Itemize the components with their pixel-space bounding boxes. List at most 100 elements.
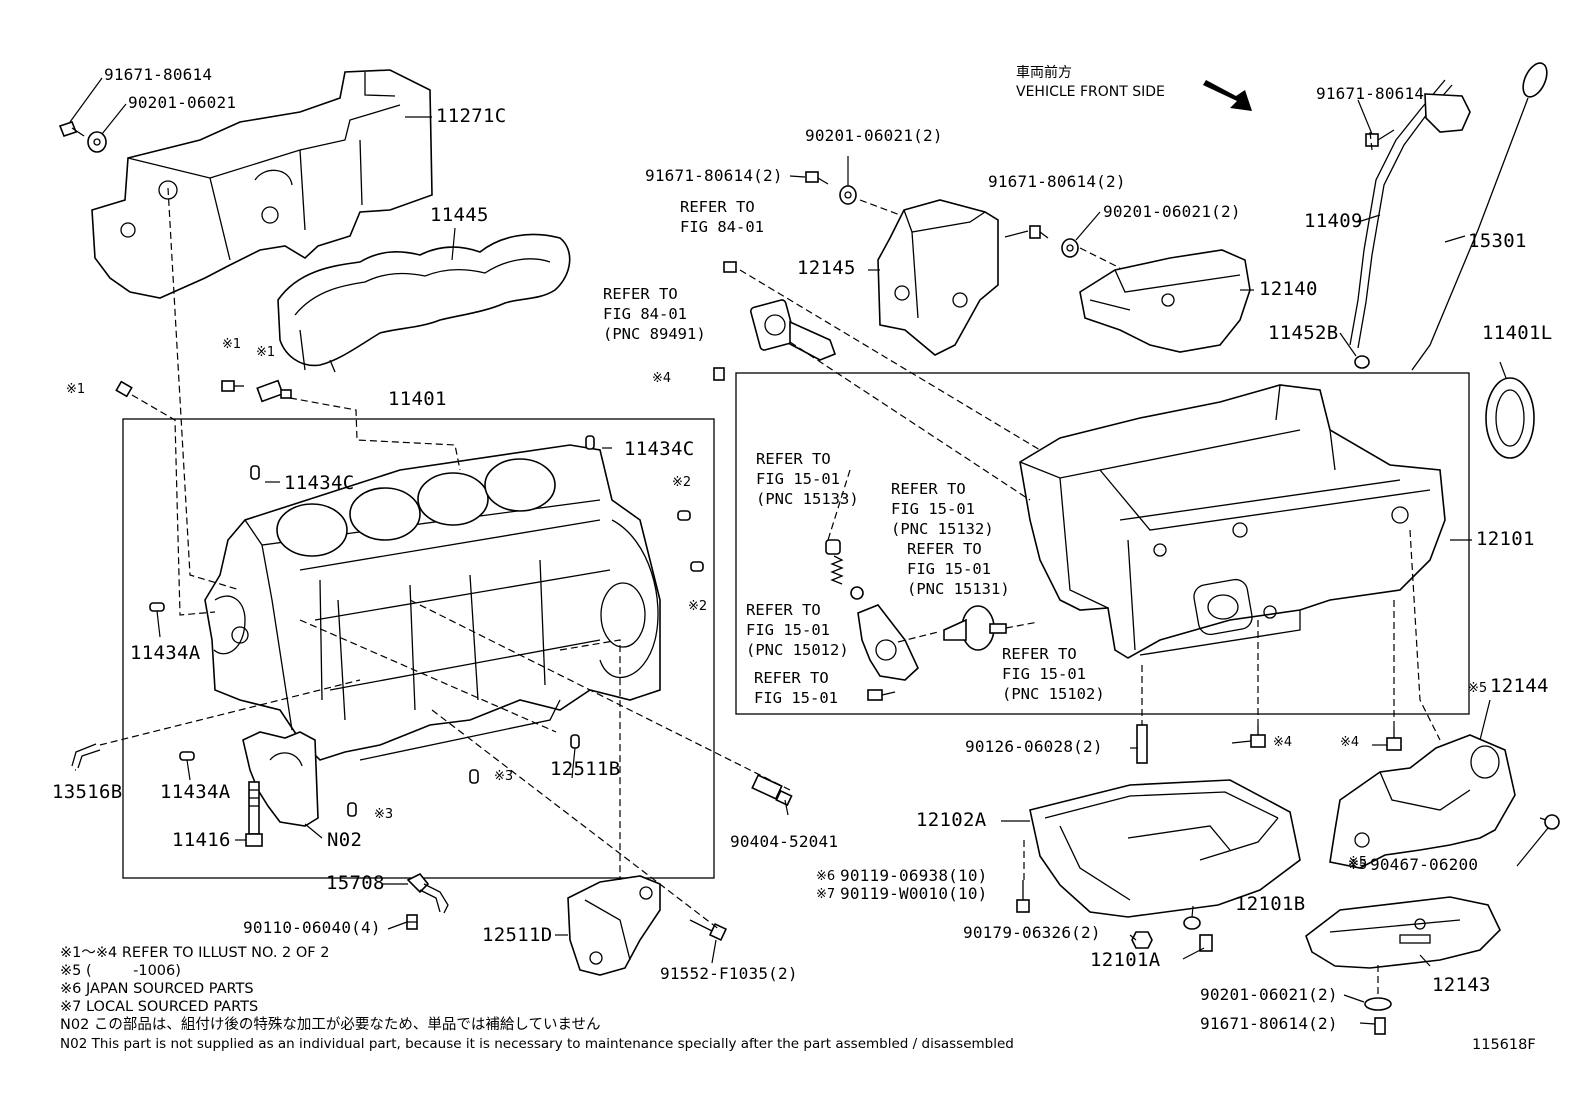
part-label-11416[interactable]: 11416 [172,829,231,851]
part-label-90201-06021-2[interactable]: 90201-06021(2) [1200,985,1338,1004]
refer-fig-15-01-pnc-15133-label[interactable]: REFER TO FIG 15-01 (PNC 15133) [756,450,859,508]
baffle-plate-12143-part [1305,896,1501,969]
pin-11434a-icon [149,602,165,612]
note-mark-1: ※1 [66,382,86,397]
bolt-icon [221,380,244,392]
bolt-icon [689,919,728,942]
bolt-11416-part [245,781,263,847]
part-label-91671-80614[interactable]: 91671-80614 [104,65,213,84]
part-label-11271c[interactable]: 11271C [436,105,507,127]
refer-fig-15-01-pnc-15132-label[interactable]: REFER TO FIG 15-01 (PNC 15132) [891,480,994,538]
part-label-11452b[interactable]: 11452B [1268,322,1339,344]
note-mark-1: ※1 [222,337,242,352]
part-label-90119-06938-10[interactable]: 90119-06938(10) [840,866,988,885]
note-mark-3: ※3 [494,769,514,784]
relief-valve-part [850,586,864,600]
o-ring-11452b-icon [1354,355,1370,369]
part-label-12143[interactable]: 12143 [1432,974,1491,996]
vehicle-front-en-label: VEHICLE FRONT SIDE [1016,84,1165,100]
refer-fig-15-01-pnc-15012-label[interactable]: REFER TO FIG 15-01 (PNC 15012) [746,601,849,659]
note-mark-2: ※2 [672,475,692,490]
pin-12511b-icon [570,734,580,749]
part-label-11434c[interactable]: 11434C [284,472,355,494]
part-label-90201-06021[interactable]: 90201-06021 [128,93,237,112]
lower-crankcase-group-box [735,372,1470,715]
note-mark-4: ※4 [1340,735,1360,750]
part-label-90126-06028-2[interactable]: 90126-06028(2) [965,737,1103,756]
part-label-90179-06326-2[interactable]: 90179-06326(2) [963,923,1101,942]
part-label-11401l[interactable]: 11401L [1482,322,1553,344]
bolt-icon [58,121,85,137]
part-label-91671-80614-2[interactable]: 91671-80614(2) [1200,1014,1338,1033]
footnote-1-4: ※1～※4 REFER TO ILLUST NO. 2 OF 2 [60,945,330,961]
part-label-12101b[interactable]: 12101B [1235,893,1306,915]
part-label-11434a[interactable]: 11434A [160,781,231,803]
gasket-11445-part [277,233,571,373]
pin-icon [469,769,479,784]
dashed-alignment-lines [99,131,1441,996]
refer-fig-15-01-label[interactable]: REFER TO FIG 15-01 [754,669,838,707]
cylinder-block-11401-part [204,444,661,761]
part-label-12144[interactable]: 12144 [1490,675,1549,697]
footnote-6: ※6 JAPAN SOURCED PARTS [60,981,254,997]
part-label-90119-w0010-10[interactable]: 90119-W0010(10) [840,884,988,903]
crankcase-12101-part [1019,384,1446,659]
part-label-90404-52041[interactable]: 90404-52041 [730,832,839,851]
part-label-12511b[interactable]: 12511B [550,758,621,780]
part-label-91671-80614-2[interactable]: 91671-80614(2) [988,172,1126,191]
bolt-icon [1016,880,1030,913]
part-label-12145[interactable]: 12145 [797,257,856,279]
part-label-12101a[interactable]: 12101A [1090,949,1161,971]
bracket-12140-part [1079,249,1251,353]
part-label-11445[interactable]: 11445 [430,204,489,226]
relief-valve-plug-part [825,539,841,555]
part-label-13516b[interactable]: 13516B [52,781,123,803]
part-label-12101[interactable]: 12101 [1476,528,1535,550]
fitting-13516b-part [71,743,101,769]
refer-fig-15-01-pnc-15131-label[interactable]: REFER TO FIG 15-01 (PNC 15131) [907,540,1010,598]
bolt-icon [1539,814,1560,830]
note-mark-2: ※2 [688,599,708,614]
part-label-91671-80614[interactable]: 91671-80614 [1316,84,1425,103]
front-direction-arrow-icon [1203,80,1252,111]
bolt-icon [1386,728,1402,751]
part-label-12140[interactable]: 12140 [1259,278,1318,300]
note-mark-6: ※6 [816,869,836,884]
pin-icon [690,561,704,572]
dipstick-15301-part [1411,62,1548,371]
part-label-90201-06021-2[interactable]: 90201-06021(2) [805,126,943,145]
part-label-11409[interactable]: 11409 [1304,210,1363,232]
note-mark-7: ※7 [816,887,836,902]
footnote-n02-jp: N02 この部品は、組付け後の特殊な加工が必要なため、単品では補給していません [60,1017,601,1033]
part-label-n02[interactable]: N02 [327,829,363,851]
part-label-11434a[interactable]: 11434A [130,642,201,664]
part-label-12511d[interactable]: 12511D [482,924,553,946]
gasket-12101b-icon [1183,916,1201,930]
part-label-15301[interactable]: 15301 [1468,230,1527,252]
part-label-12102a[interactable]: 12102A [916,809,987,831]
refer-fig-84-01-label[interactable]: REFER TO FIG 84-01 [680,198,764,236]
bolt-icon [1029,225,1049,239]
part-label-11434c[interactable]: 11434C [624,438,695,460]
bracket-12145-part [877,199,999,356]
note-mark-1: ※1 [256,345,276,360]
refer-fig-15-01-pnc-15102-label[interactable]: REFER TO FIG 15-01 (PNC 15102) [1002,645,1105,703]
bolt-icon [1250,725,1266,748]
part-label-15708[interactable]: 15708 [326,872,385,894]
part-label-90201-06021-2[interactable]: 90201-06021(2) [1103,202,1241,221]
washer-icon [1364,997,1392,1011]
refer-fig-84-01-pnc-89491-label[interactable]: REFER TO FIG 84-01 (PNC 89491) [603,285,706,343]
bolt-icon [1374,1017,1386,1035]
bolt-icon [805,171,829,185]
oil-pump-rotor-part [943,605,1007,651]
note-mark-4: ※4 [652,371,672,386]
footnote-7: ※7 LOCAL SOURCED PARTS [60,999,259,1015]
part-label-90467-06200[interactable]: 90467-06200 [1370,855,1479,874]
note-mark-5: ※5 [1348,858,1368,873]
part-label-90110-06040-4[interactable]: 90110-06040(4) [243,918,381,937]
part-label-91671-80614-2[interactable]: 91671-80614(2) [645,166,783,185]
part-label-11401[interactable]: 11401 [388,388,447,410]
part-label-91552-f1035-2[interactable]: 91552-F1035(2) [660,964,798,983]
timing-cover-11271c-part [91,69,433,299]
note-mark-3: ※3 [374,807,394,822]
